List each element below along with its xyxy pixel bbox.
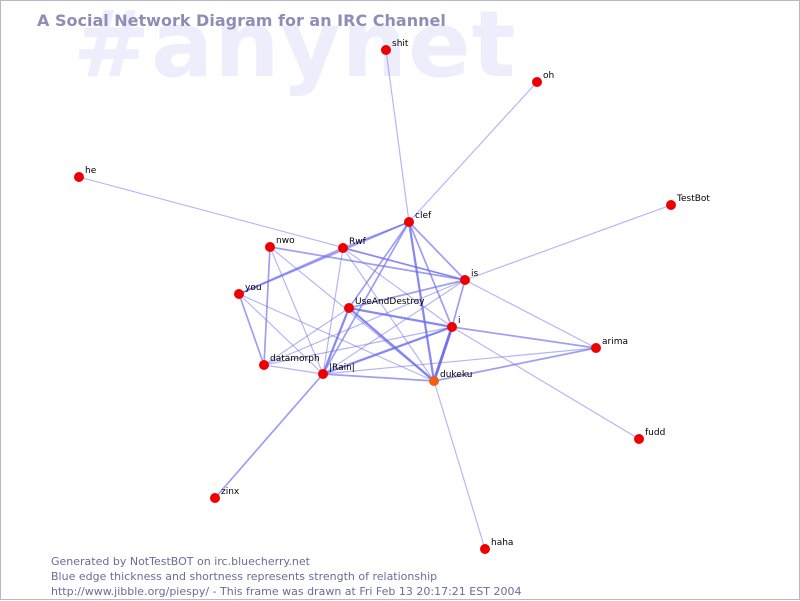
node-dot-i <box>447 322 457 332</box>
node-label-is: is <box>471 269 479 279</box>
node-dot-he <box>74 172 84 182</box>
node-dot-is <box>460 275 470 285</box>
edge-you-datamorph <box>238 293 265 366</box>
edge-Rwf-i <box>342 247 453 328</box>
node-dot-you <box>234 289 244 299</box>
node-label-haha: haha <box>491 538 513 548</box>
node-label-he: he <box>85 166 97 176</box>
node-shit: shit <box>381 39 409 55</box>
channel-watermark: #anynet <box>73 0 517 98</box>
edge-is-arima <box>464 279 597 349</box>
edge-is-i <box>451 279 466 328</box>
node-oh: oh <box>532 71 554 87</box>
node-dot-shit <box>381 45 391 55</box>
edge-i-fudd <box>451 326 640 440</box>
node-label-shit: shit <box>392 39 409 49</box>
edge-UseAndDestroy-i <box>347 306 454 329</box>
node-label-fudd: fudd <box>645 428 665 438</box>
node-dot-oh <box>532 77 542 87</box>
node-dot-TestBot <box>666 200 676 210</box>
node-he: he <box>74 166 97 182</box>
node-datamorph: datamorph <box>259 354 320 370</box>
node-label-zinx: zinx <box>221 487 240 497</box>
edge-shit-clef <box>385 49 410 223</box>
edge-i-dukeku <box>432 325 454 383</box>
edge-UseAndDestroy-Rain <box>321 306 351 376</box>
edges-layer <box>78 49 672 550</box>
edge-is-UseAndDestroy <box>348 279 466 309</box>
edge-arima-dukeku <box>433 347 597 382</box>
node-dot-Rain <box>318 369 328 379</box>
edge-i-arima <box>451 326 597 349</box>
node-label-clef: clef <box>415 211 432 221</box>
edge-Rwf-you <box>238 247 344 295</box>
node-label-Rain: |Rain| <box>329 363 355 373</box>
edge-you-Rain <box>238 293 324 375</box>
node-dot-dukeku <box>429 376 439 386</box>
node-label-UseAndDestroy: UseAndDestroy <box>355 297 425 307</box>
edge-clef-Rain <box>322 221 410 375</box>
node-Rwf: Rwf <box>338 237 367 253</box>
node-dot-zinx <box>210 493 220 503</box>
node-label-dukeku: dukeku <box>440 370 472 380</box>
node-label-TestBot: TestBot <box>676 194 710 204</box>
node-label-you: you <box>245 283 262 293</box>
edge-oh-clef <box>408 81 538 223</box>
edge-Rain-zinx <box>214 373 324 499</box>
node-dot-fudd <box>634 434 644 444</box>
edge-dukeku-haha <box>433 380 486 550</box>
edge-nwo-is <box>269 246 466 281</box>
node-UseAndDestroy: UseAndDestroy <box>344 297 425 313</box>
edge-nwo-Rain <box>269 246 324 375</box>
node-fudd: fudd <box>634 428 665 444</box>
node-TestBot: TestBot <box>666 194 710 210</box>
node-Rain: |Rain| <box>318 363 355 379</box>
node-clef: clef <box>404 211 432 227</box>
node-label-oh: oh <box>543 71 554 81</box>
edge-clef-is <box>408 221 466 281</box>
edge-datamorph-Rain <box>263 364 324 375</box>
node-zinx: zinx <box>210 487 240 503</box>
node-dot-datamorph <box>259 360 269 370</box>
edge-clef-dukeku <box>407 220 436 383</box>
edge-TestBot-is <box>464 204 672 281</box>
footer-url-timestamp: http://www.jibble.org/piespy/ - This fra… <box>51 585 522 598</box>
node-dot-Rwf <box>338 243 348 253</box>
edge-arima-Rain <box>322 347 597 375</box>
node-i: i <box>447 316 461 332</box>
footer-legend-note: Blue edge thickness and shortness repres… <box>51 570 438 583</box>
node-arima: arima <box>591 337 628 353</box>
edge-i-Rain <box>321 325 454 376</box>
node-label-nwo: nwo <box>276 236 295 246</box>
edge-UseAndDestroy-datamorph <box>263 307 350 366</box>
node-dot-haha <box>480 544 490 554</box>
node-is: is <box>460 269 479 285</box>
node-dot-nwo <box>265 242 275 252</box>
node-haha: haha <box>480 538 513 554</box>
node-dukeku: dukeku <box>429 370 472 386</box>
edge-Rain-dukeku <box>322 373 435 382</box>
node-you: you <box>234 283 262 299</box>
edge-Rwf-is <box>342 247 466 281</box>
node-label-i: i <box>458 316 461 326</box>
node-dot-clef <box>404 217 414 227</box>
footer: Generated by NotTestBOT on irc.bluecherr… <box>51 554 521 599</box>
node-label-Rwf: Rwf <box>349 237 367 247</box>
edge-UseAndDestroy-dukeku <box>347 306 436 383</box>
edge-Rwf-Rain <box>322 247 344 375</box>
node-dot-arima <box>591 343 601 353</box>
node-label-arima: arima <box>602 337 628 347</box>
footer-generated-by: Generated by NotTestBOT on irc.bluecherr… <box>51 555 310 568</box>
edge-i-datamorph <box>263 326 453 366</box>
node-label-datamorph: datamorph <box>270 354 320 364</box>
edge-is-Rain <box>322 279 466 375</box>
node-nwo: nwo <box>265 236 295 252</box>
diagram-title: A Social Network Diagram for an IRC Chan… <box>37 11 446 30</box>
node-dot-UseAndDestroy <box>344 303 354 313</box>
